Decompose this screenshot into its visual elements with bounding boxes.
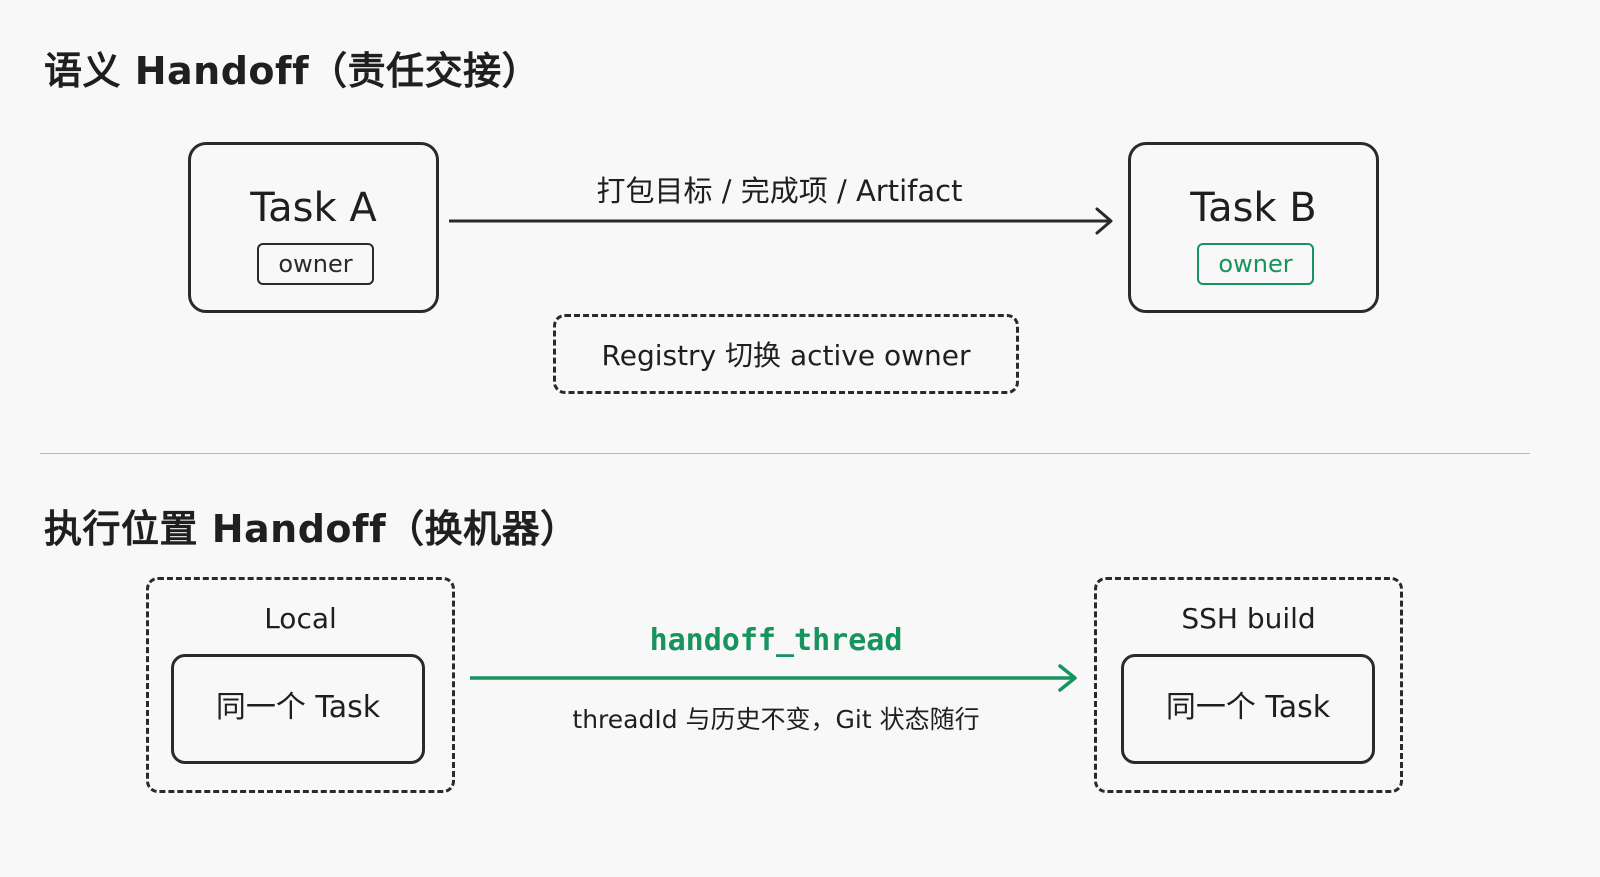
handoff-thread-label: handoff_thread xyxy=(649,623,903,658)
section-divider xyxy=(40,453,1530,454)
ssh-environment-title: SSH build xyxy=(1181,602,1316,635)
handoff-thread-sublabel: threadId 与历史不变，Git 状态随行 xyxy=(572,705,980,734)
local-environment-box: Local 同一个 Task xyxy=(146,577,455,793)
task-b-name: Task B xyxy=(1190,185,1317,231)
ssh-task-box: 同一个 Task xyxy=(1121,654,1375,764)
local-task-box: 同一个 Task xyxy=(171,654,425,764)
task-b-owner-tag: owner xyxy=(1197,243,1314,285)
handoff-arrow-semantic xyxy=(449,207,1113,235)
registry-note: Registry 切换 active owner xyxy=(553,314,1019,394)
task-a-name: Task A xyxy=(250,185,377,231)
execution-handoff-title: 执行位置 Handoff（换机器） xyxy=(44,507,579,551)
semantic-arrow-label: 打包目标 / 完成项 / Artifact xyxy=(596,174,963,208)
ssh-environment-box: SSH build 同一个 Task xyxy=(1094,577,1403,793)
local-environment-title: Local xyxy=(264,602,337,635)
task-a-owner-tag: owner xyxy=(257,243,374,285)
semantic-handoff-title: 语义 Handoff（责任交接） xyxy=(44,49,541,93)
handoff-arrow-execution xyxy=(470,664,1077,692)
task-a-box: Task A owner xyxy=(188,142,439,313)
task-b-box: Task B owner xyxy=(1128,142,1379,313)
